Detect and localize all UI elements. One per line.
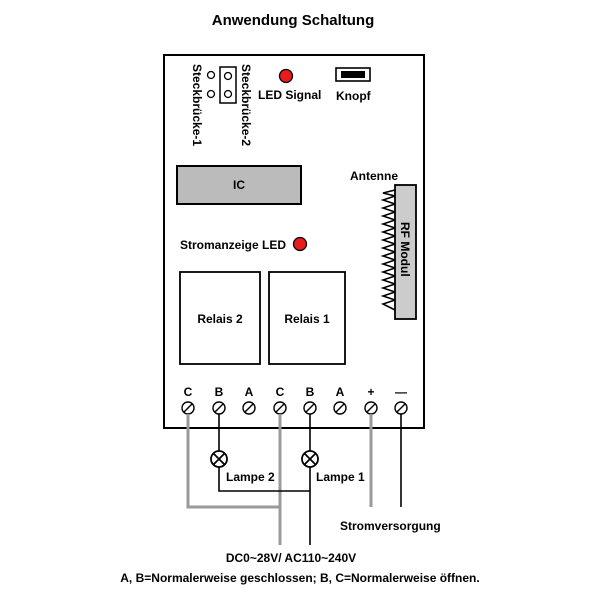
jumper-1-label: Steckbrücke-1 bbox=[190, 64, 204, 146]
terminal-screw-icon bbox=[333, 401, 347, 415]
jumper-1 bbox=[206, 70, 216, 99]
lamp-2-label: Lampe 2 bbox=[226, 470, 275, 484]
terminal-label-b-2: B bbox=[215, 385, 224, 399]
relay-1-label: Relais 1 bbox=[284, 312, 330, 326]
antenna-label: Antenne bbox=[350, 169, 398, 183]
terminal-screw-icon bbox=[303, 401, 317, 415]
ic-chip bbox=[176, 165, 302, 205]
terminal-label-a-1: A bbox=[336, 385, 345, 399]
terminal-screw-icon bbox=[212, 401, 226, 415]
terminal-label-a-2: A bbox=[245, 385, 254, 399]
terminal-screw-icon bbox=[364, 401, 378, 415]
led-signal-label: LED Signal bbox=[258, 88, 321, 102]
terminal-label-c-2: C bbox=[184, 385, 193, 399]
power-led-label: Stromanzeige LED bbox=[180, 238, 286, 252]
button-label: Knopf bbox=[336, 89, 372, 103]
terminal-label-c-1: C bbox=[276, 385, 285, 399]
lamp-1-icon bbox=[301, 450, 319, 468]
rf-module bbox=[394, 184, 417, 320]
terminal-screw-icon bbox=[273, 401, 287, 415]
footnote: A, B=Normalerweise geschlossen; B, C=Nor… bbox=[120, 571, 479, 585]
button-icon bbox=[335, 67, 371, 82]
terminal-screw-icon bbox=[242, 401, 256, 415]
signal-led-icon bbox=[278, 68, 294, 84]
terminal-label-minus: — bbox=[395, 385, 407, 399]
terminal-screw-icon bbox=[394, 401, 408, 415]
lamp-2-icon bbox=[210, 450, 228, 468]
relay-2-label: Relais 2 bbox=[197, 312, 243, 326]
jumper-2 bbox=[219, 66, 237, 104]
antenna-coil-icon bbox=[380, 189, 398, 311]
power-led-icon bbox=[292, 236, 308, 252]
terminal-labels: C B A C B A + — bbox=[184, 385, 407, 399]
voltage-label: DC0~28V/ AC110~240V bbox=[226, 551, 356, 565]
relay-2 bbox=[179, 271, 261, 365]
diagram-title: Anwendung Schaltung bbox=[212, 12, 375, 29]
terminal-label-b-1: B bbox=[306, 385, 315, 399]
ic-label: IC bbox=[233, 178, 245, 192]
black-wires bbox=[218, 414, 402, 545]
power-supply-label: Stromversorgung bbox=[340, 519, 441, 533]
rf-module-label: RF Modul bbox=[398, 222, 412, 277]
terminal-screw-icon bbox=[181, 401, 195, 415]
jumper-2-label: Steckbrücke-2 bbox=[239, 64, 253, 146]
gray-wires bbox=[186, 414, 373, 545]
terminal-label-plus: + bbox=[367, 385, 374, 399]
terminal-screws bbox=[181, 401, 408, 415]
relay-1 bbox=[268, 271, 346, 365]
lamp-1-label: Lampe 1 bbox=[316, 470, 365, 484]
